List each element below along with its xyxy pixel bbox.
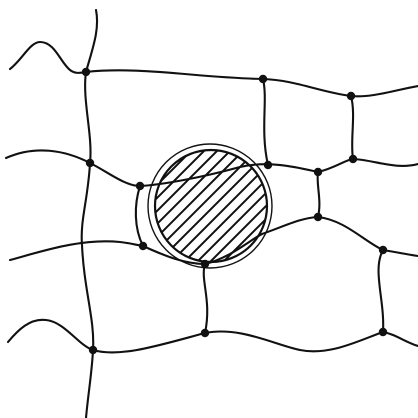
junction-node xyxy=(82,68,90,76)
junction-node xyxy=(201,329,209,337)
junction-node xyxy=(136,182,144,190)
junction-node xyxy=(347,92,355,100)
junction-node xyxy=(139,242,147,250)
hatch-line xyxy=(199,126,359,286)
network-fibers xyxy=(6,10,418,418)
junction-node xyxy=(379,328,387,336)
hatch-line xyxy=(0,126,151,286)
junction-node xyxy=(201,260,209,268)
junction-node xyxy=(86,159,94,167)
fiber-chain-top xyxy=(10,42,418,96)
hatch-line xyxy=(264,126,418,286)
junction-node xyxy=(349,155,357,163)
hatch-line xyxy=(225,126,385,286)
hatch-line xyxy=(147,126,307,286)
fiber-link-far-right-top xyxy=(351,96,353,159)
hatch-line xyxy=(30,126,190,286)
hatch-line xyxy=(95,126,255,286)
hatch-line xyxy=(173,126,333,286)
fiber-link-center-bottom xyxy=(204,264,208,333)
fiber-link-right-second xyxy=(318,172,320,217)
junction-node xyxy=(314,168,322,176)
hatch-line xyxy=(43,126,203,286)
fiber-link-left-particle xyxy=(136,186,143,246)
hatch-line xyxy=(251,126,411,286)
junction-node xyxy=(314,213,322,221)
fiber-link-right-top xyxy=(263,79,268,165)
junction-node xyxy=(89,346,97,354)
fiber-chain-bottom xyxy=(8,320,418,353)
junction-node xyxy=(264,161,272,169)
filler-particle xyxy=(0,126,418,286)
junction-node xyxy=(259,75,267,83)
fiber-link-far-right-bottom xyxy=(379,250,384,332)
hatch-line xyxy=(238,126,398,286)
junction-node xyxy=(379,246,387,254)
particle-core-outline xyxy=(155,150,267,262)
